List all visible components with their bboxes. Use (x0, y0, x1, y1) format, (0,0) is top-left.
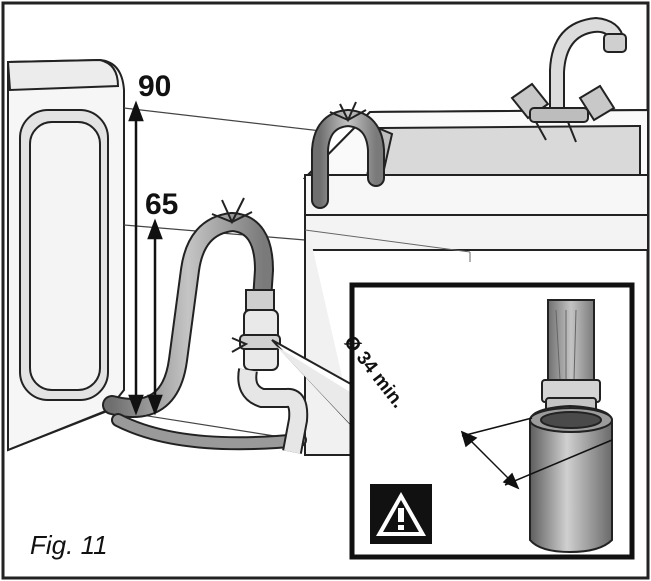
height-label-65: 65 (145, 188, 179, 221)
warning-icon (370, 484, 432, 544)
standpipe (231, 289, 309, 454)
hose-high (311, 101, 385, 209)
dimension-arrows (128, 100, 163, 416)
figure-caption: Fig. 11 (30, 530, 108, 560)
washing-machine (6, 58, 125, 452)
sink-cabinet (302, 108, 649, 456)
faucet (510, 16, 627, 143)
height-label-90: 90 (138, 70, 172, 103)
